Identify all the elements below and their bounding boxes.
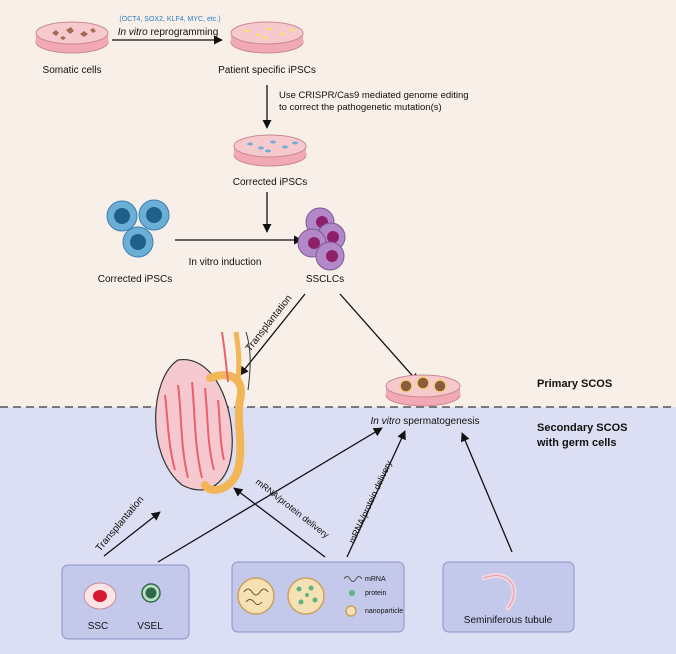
corrected-ipsc-cluster — [106, 199, 170, 258]
ssclcs-label: SSCLCs — [306, 274, 344, 285]
patient-ipsc-dish — [230, 21, 304, 54]
fibroblast-icon — [52, 27, 96, 40]
spermatogenesis-italic: In vitro — [371, 416, 401, 427]
legend-nanoparticle-label: nanoparticle — [365, 608, 403, 615]
mrna-legend-icon — [343, 576, 363, 582]
reprogramming-italic: In vitro — [118, 27, 148, 38]
corrected-ipsc-dish — [233, 134, 307, 167]
ssclc-to-dish-arrow — [339, 293, 419, 383]
spermatogenesis-label: In vitro spermatogenesis — [371, 416, 480, 427]
vsel-to-dish-arrow — [157, 427, 383, 563]
ssclc-to-testis-arrow — [239, 293, 306, 376]
somatic-cells-label: Somatic cells — [43, 65, 102, 76]
ssc-to-testis-arrow — [103, 511, 161, 557]
legend-mrna-label: mRNA — [365, 576, 386, 583]
corrected-ipsc-top-label: Corrected iPSCs — [233, 177, 307, 188]
crispr-label-line2: to correct the pathogenetic mutation(s) — [279, 102, 442, 113]
protein-legend-icon — [349, 590, 355, 596]
primary-scos-label: Primary SCOS — [537, 378, 612, 390]
secondary-scos-line2: with germ cells — [536, 437, 616, 449]
seminiferous-label: Seminiferous tubule — [464, 615, 553, 626]
top-section-bg — [0, 0, 676, 407]
ssc-label: SSC — [88, 621, 109, 632]
delivery-panel — [231, 561, 405, 633]
reprogramming-rest: reprogramming — [148, 27, 219, 38]
crispr-label-line1: Use CRISPR/Cas9 mediated genome editing — [279, 90, 469, 101]
delivery-to-dish-arrow — [346, 430, 406, 558]
ssc-vsel-panel — [61, 564, 190, 640]
legend-protein-label: protein — [365, 590, 387, 597]
reprogramming-label: In vitro reprogramming — [118, 27, 219, 38]
induction-label: In vitro induction — [189, 257, 262, 268]
spermatogenesis-rest: spermatogenesis — [401, 416, 480, 427]
nanoparticle-legend-icon — [345, 605, 357, 617]
secondary-scos-line1: Secondary SCOS — [537, 422, 627, 434]
ssclc-cluster — [297, 207, 346, 271]
spermatogenesis-dish — [385, 374, 461, 407]
delivery-to-testis-arrow — [233, 487, 326, 558]
mrna-particle-icon — [237, 577, 275, 615]
corrected-ipsc-left-label: Corrected iPSCs — [98, 274, 172, 285]
seminiferous-panel — [442, 561, 575, 633]
patient-ipsc-label: Patient specific iPSCs — [218, 65, 316, 76]
somatic-cells-dish — [35, 21, 109, 54]
seminiferous-to-dish-arrow — [460, 432, 513, 553]
factors-label: (OCT4, SOX2, KLF4, MYC, etc.) — [119, 16, 220, 23]
testis-illustration — [155, 331, 251, 494]
vsel-label: VSEL — [137, 621, 163, 632]
